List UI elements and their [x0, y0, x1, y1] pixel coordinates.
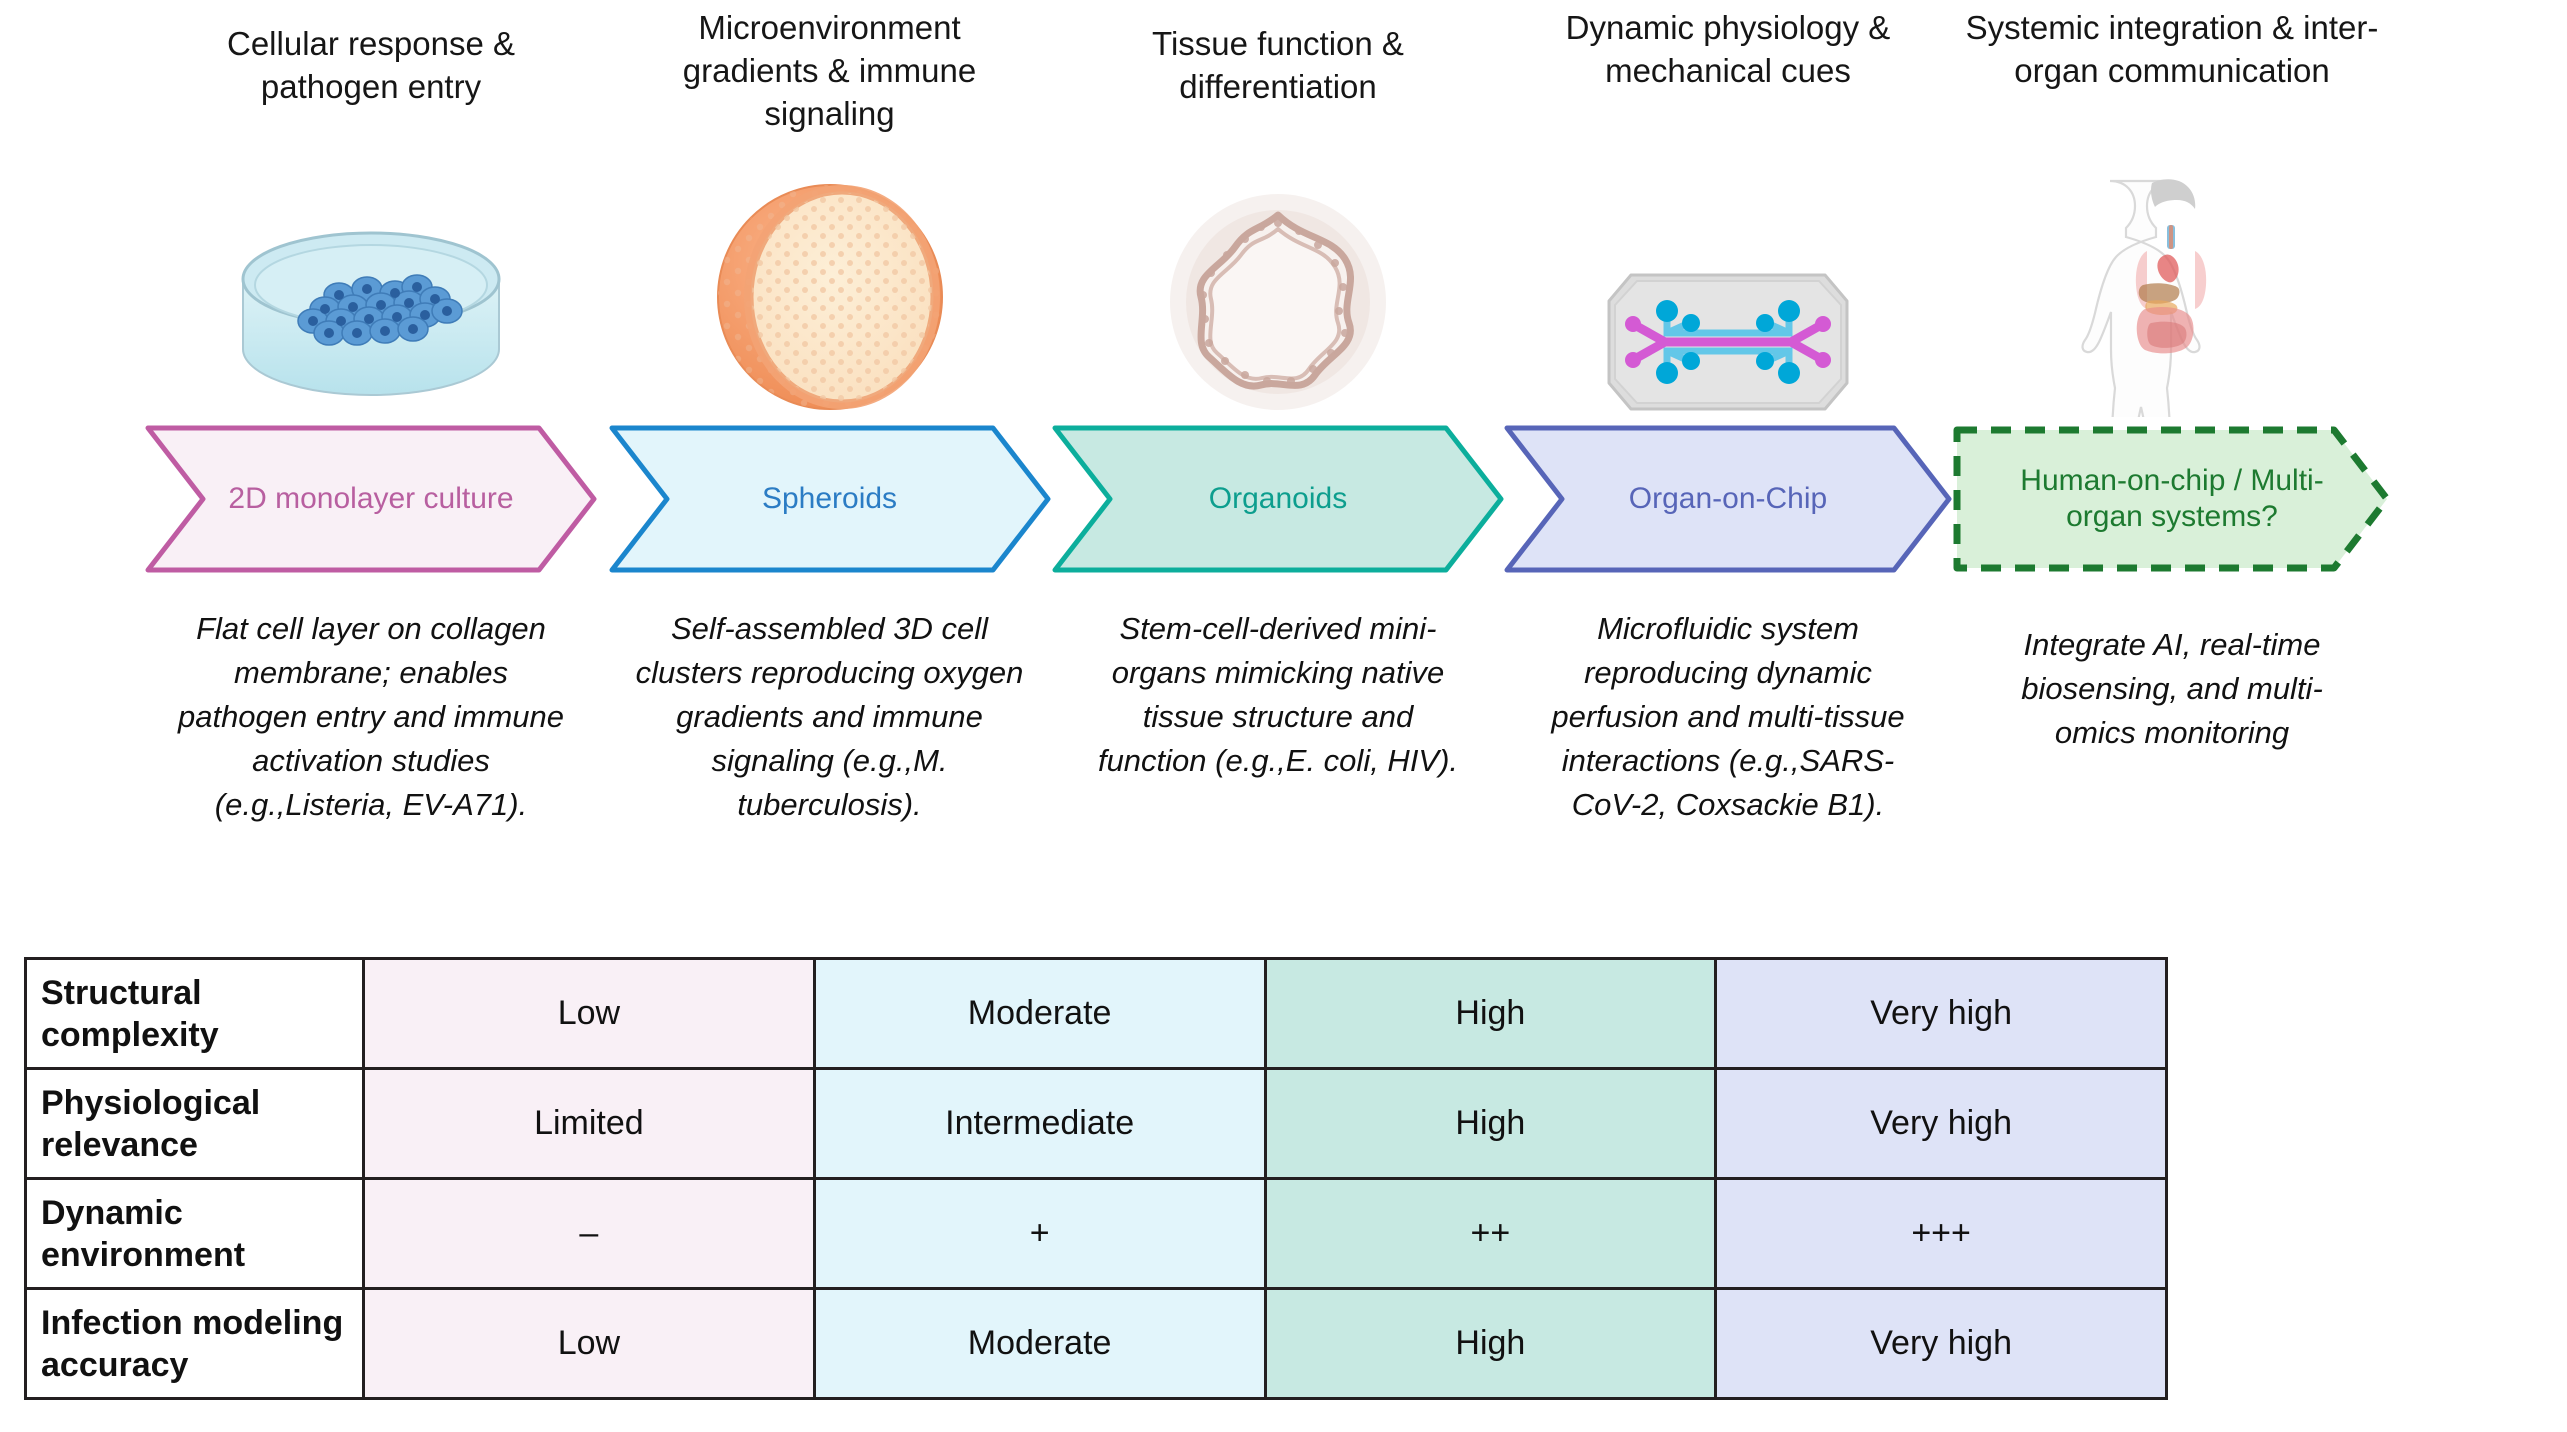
stage-banner-label-spheroids: Spheroids	[761, 482, 898, 515]
human-body-icon	[2081, 179, 2207, 417]
row-label-dynamic-environment: Dynamic environment	[24, 1177, 365, 1290]
row-label-structural-complexity: Structural complexity	[24, 957, 365, 1070]
stage-description-organoids: Stem-cell-derived mini-organs mimicking …	[1097, 611, 1459, 778]
cell-dynamic-environment-chip: +++	[1714, 1177, 2168, 1290]
illustration-2d	[135, 175, 607, 425]
stage-description-organ-on-chip: Microfluidic system reproducing dynamic …	[1551, 611, 1905, 822]
stage-banner-spheroids[interactable]: Spheroids	[609, 425, 1051, 573]
chevron-shape-human-on-chip	[1953, 426, 2391, 572]
cell-structural-complexity-chip: Very high	[1714, 957, 2168, 1070]
illustration-organ-on-chip	[1504, 175, 1952, 425]
cell-structural-complexity-sph: Moderate	[812, 957, 1267, 1070]
organ-on-chip-icon	[1607, 273, 1849, 411]
banner-row-organ-on-chip: Organ-on-Chip	[1504, 425, 1952, 585]
stage-banner-label-human-on-chip: Human-on-chip / Multi-organ systems?	[2020, 464, 2324, 533]
petri-dish-icon	[241, 231, 501, 396]
model-progression-row: Cellular response & pathogen entry	[135, 0, 2392, 940]
cell-structural-complexity-org: High	[1263, 957, 1718, 1070]
cell-infection-modeling-accuracy-2d: Low	[362, 1287, 816, 1400]
illustration-human-body	[1952, 175, 2392, 425]
illustration-spheroid	[607, 175, 1052, 425]
row-label-infection-modeling-accuracy: Infection modeling accuracy	[24, 1287, 365, 1400]
cell-structural-complexity-2d: Low	[362, 957, 816, 1070]
stage-column-human-on-chip: Systemic integration & inter-organ commu…	[1952, 0, 2392, 940]
table-row: Structural complexity Low Moderate High …	[24, 957, 2168, 1070]
stage-description-spheroids: Self-assembled 3D cell clusters reproduc…	[635, 611, 1024, 822]
cell-physiological-relevance-sph: Intermediate	[812, 1067, 1267, 1180]
stage-header-human-on-chip: Systemic integration & inter-organ commu…	[1965, 9, 2379, 89]
banner-row-organoids: Organoids	[1052, 425, 1504, 585]
chevron-shape-organ-on-chip	[1504, 425, 1952, 573]
cell-dynamic-environment-org: ++	[1263, 1177, 1718, 1290]
spheroid-icon	[716, 184, 943, 410]
stage-banner-label-organoids: Organoids	[1208, 482, 1348, 515]
cell-infection-modeling-accuracy-org: High	[1263, 1287, 1718, 1400]
illustration-organoid	[1052, 175, 1504, 425]
stage-banner-organ-on-chip[interactable]: Organ-on-Chip	[1504, 425, 1952, 573]
cell-physiological-relevance-2d: Limited	[362, 1067, 816, 1180]
organoid-icon	[1170, 194, 1386, 410]
stage-banner-organoids[interactable]: Organoids	[1052, 425, 1504, 573]
stage-column-2d-monolayer: Cellular response & pathogen entry	[135, 0, 607, 940]
banner-row-2d: 2D monolayer culture	[135, 425, 607, 585]
stage-column-organoids: Tissue function & differentiation	[1052, 0, 1504, 940]
cell-infection-modeling-accuracy-chip: Very high	[1714, 1287, 2168, 1400]
cell-dynamic-environment-sph: +	[812, 1177, 1267, 1290]
banner-row-human-on-chip: Human-on-chip / Multi-organ systems?	[1952, 425, 2392, 585]
table-row: Dynamic environment – + ++ +++	[24, 1177, 2168, 1290]
stage-header-2d: Cellular response & pathogen entry	[227, 25, 515, 105]
cell-physiological-relevance-chip: Very high	[1714, 1067, 2168, 1180]
stage-header-organ-on-chip: Dynamic physiology & mechanical cues	[1565, 9, 1891, 89]
stage-column-organ-on-chip: Dynamic physiology & mechanical cues	[1504, 0, 1952, 940]
stage-banner-label-2d: 2D monolayer culture	[228, 482, 514, 515]
chevron-shape-2d	[145, 425, 597, 573]
comparison-table: Structural complexity Low Moderate High …	[24, 957, 2168, 1400]
stage-description-human-on-chip: Integrate AI, real-time biosensing, and …	[2021, 627, 2323, 750]
table-row: Physiological relevance Limited Intermed…	[24, 1067, 2168, 1180]
stage-header-organoids: Tissue function & differentiation	[1152, 25, 1404, 105]
stage-description-2d: Flat cell layer on collagen membrane; en…	[177, 611, 565, 822]
stage-banner-2d[interactable]: 2D monolayer culture	[145, 425, 597, 573]
stage-header-spheroids: Microenvironment gradients & immune sign…	[682, 9, 977, 132]
comparison-table-wrapper: Structural complexity Low Moderate High …	[24, 957, 2168, 1400]
chevron-shape-spheroids	[609, 425, 1050, 573]
cell-dynamic-environment-2d: –	[362, 1177, 816, 1290]
banner-row-spheroids: Spheroids	[607, 425, 1052, 585]
cell-physiological-relevance-org: High	[1263, 1067, 1718, 1180]
cell-infection-modeling-accuracy-sph: Moderate	[812, 1287, 1267, 1400]
stage-banner-human-on-chip[interactable]: Human-on-chip / Multi-organ systems?	[1952, 425, 2392, 573]
table-row: Infection modeling accuracy Low Moderate…	[24, 1287, 2168, 1400]
chevron-shape-organoids	[1052, 425, 1504, 573]
stage-banner-label-organ-on-chip: Organ-on-Chip	[1628, 482, 1828, 515]
stage-column-spheroids: Microenvironment gradients & immune sign…	[607, 0, 1052, 940]
row-label-physiological-relevance: Physiological relevance	[24, 1067, 365, 1180]
